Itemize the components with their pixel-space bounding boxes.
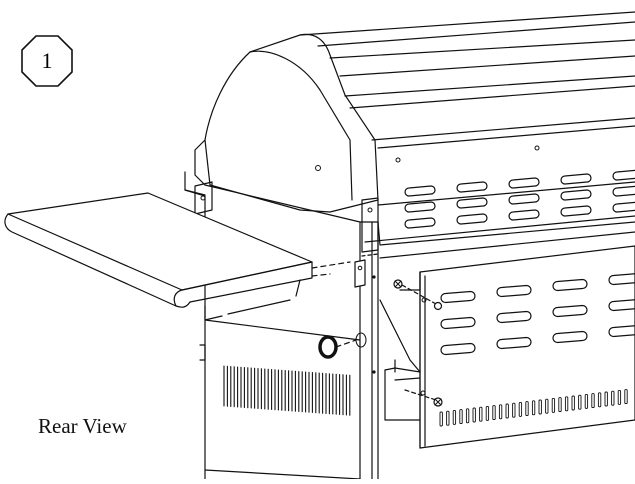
panel-slot	[551, 397, 556, 413]
panel-slot	[564, 396, 569, 412]
hood-vent-slot	[456, 213, 488, 225]
panel-vent-slot	[440, 316, 476, 330]
view-label: Rear View	[38, 414, 127, 438]
hood-vent-slot	[456, 181, 488, 193]
panel-vent-slot	[608, 325, 635, 338]
panel-vent-slot	[440, 290, 476, 304]
panel-slot	[545, 398, 549, 414]
hood-vent-slot	[560, 189, 592, 201]
panel-slot	[446, 410, 450, 426]
panel-slot	[439, 411, 443, 427]
panel-slot	[492, 405, 496, 421]
panel-slot	[518, 401, 523, 417]
panel-vent-slot	[552, 304, 588, 318]
panel-slot	[505, 403, 509, 419]
panel-vent-slot	[496, 310, 532, 324]
hood-vents	[404, 169, 635, 229]
panel-slot	[558, 397, 562, 413]
panel-slot	[485, 405, 490, 421]
panel-slot	[604, 391, 608, 407]
panel-slot	[472, 407, 476, 423]
panel-vent-slot	[608, 273, 635, 286]
panel-slot	[512, 402, 516, 418]
panel-vent-slot	[608, 299, 635, 312]
panel-slot	[578, 394, 582, 410]
hood-vent-slot	[560, 173, 592, 185]
panel-vent-slot	[552, 278, 588, 292]
hood-vent-slot	[508, 193, 540, 205]
hood-vent-slot	[508, 177, 540, 189]
panel-slot	[452, 409, 457, 425]
panel-slot	[459, 409, 463, 425]
panel-slot	[571, 395, 575, 411]
hood-vent-slot	[404, 185, 436, 197]
cabinet-louvers	[223, 365, 351, 416]
screw-icon	[393, 279, 443, 311]
panel-slot	[525, 401, 529, 417]
panel-slot	[597, 392, 602, 408]
panel-slot	[591, 393, 595, 409]
panel-slot	[611, 390, 615, 406]
hood-vent-slot	[612, 201, 635, 213]
panel-slot	[584, 393, 589, 409]
octagon-badge-icon	[21, 35, 73, 87]
hood-vent-slot	[404, 201, 436, 213]
rear-panel-vents	[440, 273, 635, 356]
hood-vent-slot	[612, 185, 635, 197]
panel-slot	[617, 389, 622, 405]
side-shelf	[4, 192, 379, 321]
step-number-badge: 1	[20, 34, 74, 88]
panel-vent-slot	[496, 336, 532, 350]
step-number: 1	[41, 48, 53, 73]
hood-vent-slot	[456, 197, 488, 209]
panel-slot	[465, 408, 470, 424]
panel-slot	[498, 404, 503, 420]
panel-slot	[479, 406, 483, 422]
panel-vent-slot	[440, 342, 476, 356]
panel-slot	[531, 400, 536, 416]
screw-icon	[404, 389, 443, 407]
panel-slot	[538, 399, 542, 415]
panel-slot	[624, 389, 628, 405]
hood-vent-slot	[560, 205, 592, 217]
hood-vent-slot	[404, 217, 436, 229]
rear-panel-slots	[439, 389, 628, 427]
grill-hood	[194, 11, 635, 213]
shelf-bracket	[354, 259, 366, 288]
hood-vent-slot	[508, 209, 540, 221]
hood-vent-slot	[612, 169, 635, 181]
panel-vent-slot	[552, 330, 588, 344]
panel-vent-slot	[496, 284, 532, 298]
